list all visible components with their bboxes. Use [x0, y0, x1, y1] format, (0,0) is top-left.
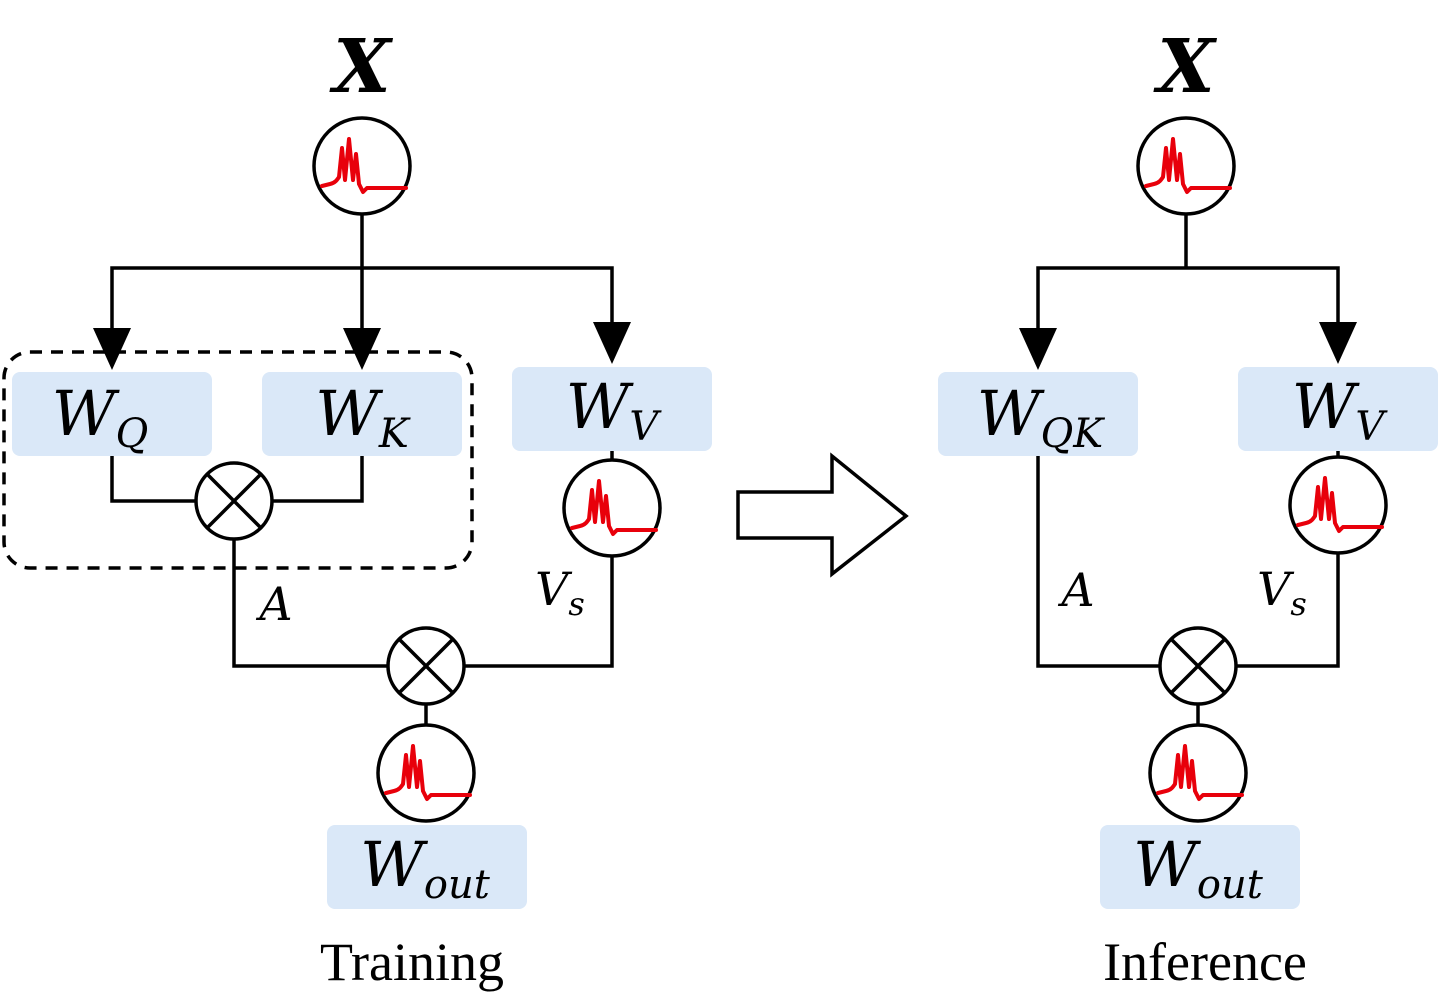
- svg-text:WQK: WQK: [977, 377, 1106, 457]
- training-wv-arrow-icon: [593, 322, 631, 364]
- training-wout-sub: out: [424, 862, 491, 908]
- inference-wv-arrow-icon: [1319, 322, 1357, 364]
- inference-panel: X WQK WV A Vs: [938, 24, 1438, 992]
- training-qk-group-box: [2, 350, 474, 570]
- training-wk-out-wire: [272, 456, 364, 503]
- training-wk-box: WK: [262, 372, 462, 457]
- inference-input-label: X: [1153, 24, 1217, 110]
- inference-wv-sub: V: [1355, 404, 1388, 450]
- svg-text:Wout: Wout: [360, 828, 491, 908]
- training-vs-sub: s: [568, 585, 584, 623]
- training-a-wire: [232, 539, 390, 668]
- svg-text:WV: WV: [1292, 370, 1389, 450]
- training-input-neuron-icon: [312, 116, 412, 216]
- inference-a-wire: [1036, 456, 1162, 668]
- training-wq-arrow-icon: [93, 328, 131, 370]
- training-wv-sub: V: [629, 404, 662, 450]
- training-vs-wire: [462, 556, 614, 668]
- inference-wv-main: W: [1292, 370, 1360, 443]
- inference-wout-main: W: [1133, 828, 1201, 901]
- training-vs-main: V: [535, 562, 573, 616]
- training-wk-main: W: [315, 377, 383, 450]
- inference-wout-sub: out: [1197, 862, 1264, 908]
- training-qk-multiply-icon: [194, 461, 274, 541]
- training-out-neuron-icon: [376, 723, 476, 823]
- inference-vs-main: V: [1257, 562, 1295, 616]
- svg-text:Vs: Vs: [1257, 562, 1307, 623]
- training-wk-arrow-icon: [343, 328, 381, 370]
- svg-text:WQ: WQ: [52, 377, 149, 457]
- inference-wqk-main: W: [977, 377, 1045, 450]
- training-v-neuron-icon: [562, 458, 662, 558]
- svg-text:WV: WV: [566, 370, 663, 450]
- svg-text:WK: WK: [315, 377, 411, 457]
- training-wk-sub: K: [378, 411, 411, 457]
- training-wout-box: Wout: [327, 825, 527, 909]
- inference-out-neuron-icon: [1148, 723, 1248, 823]
- training-wq-out-wire: [110, 456, 196, 503]
- inference-vs-sub: s: [1290, 585, 1306, 623]
- inference-wqk-sub: QK: [1041, 411, 1106, 457]
- inference-input-neuron-icon: [1136, 116, 1236, 216]
- inference-av-multiply-icon: [1158, 626, 1238, 706]
- svg-text:Wout: Wout: [1133, 828, 1264, 908]
- inference-wv-box: WV: [1238, 367, 1438, 451]
- inference-wqk-box: WQK: [938, 372, 1138, 457]
- training-input-label: X: [329, 24, 393, 110]
- training-panel: X WQ WK WV: [2, 24, 712, 992]
- training-wq-sub: Q: [115, 411, 148, 457]
- training-wv-main: W: [566, 370, 634, 443]
- inference-wqk-arrow-icon: [1019, 328, 1057, 370]
- inference-wout-box: Wout: [1100, 825, 1300, 909]
- training-wv-box: WV: [512, 367, 712, 451]
- svg-text:Vs: Vs: [535, 562, 585, 623]
- training-wq-box: WQ: [12, 372, 212, 457]
- inference-caption: Inference: [1103, 932, 1307, 992]
- transform-arrow-icon: [736, 452, 909, 578]
- training-caption: Training: [320, 932, 504, 992]
- inference-fanout-wire: [1036, 266, 1340, 330]
- training-a-label: A: [255, 577, 292, 631]
- inference-vs-wire: [1236, 553, 1340, 668]
- training-av-multiply-icon: [386, 626, 466, 706]
- training-wq-main: W: [52, 377, 120, 450]
- inference-a-label: A: [1057, 563, 1094, 617]
- training-wout-main: W: [360, 828, 428, 901]
- inference-v-neuron-icon: [1288, 455, 1388, 555]
